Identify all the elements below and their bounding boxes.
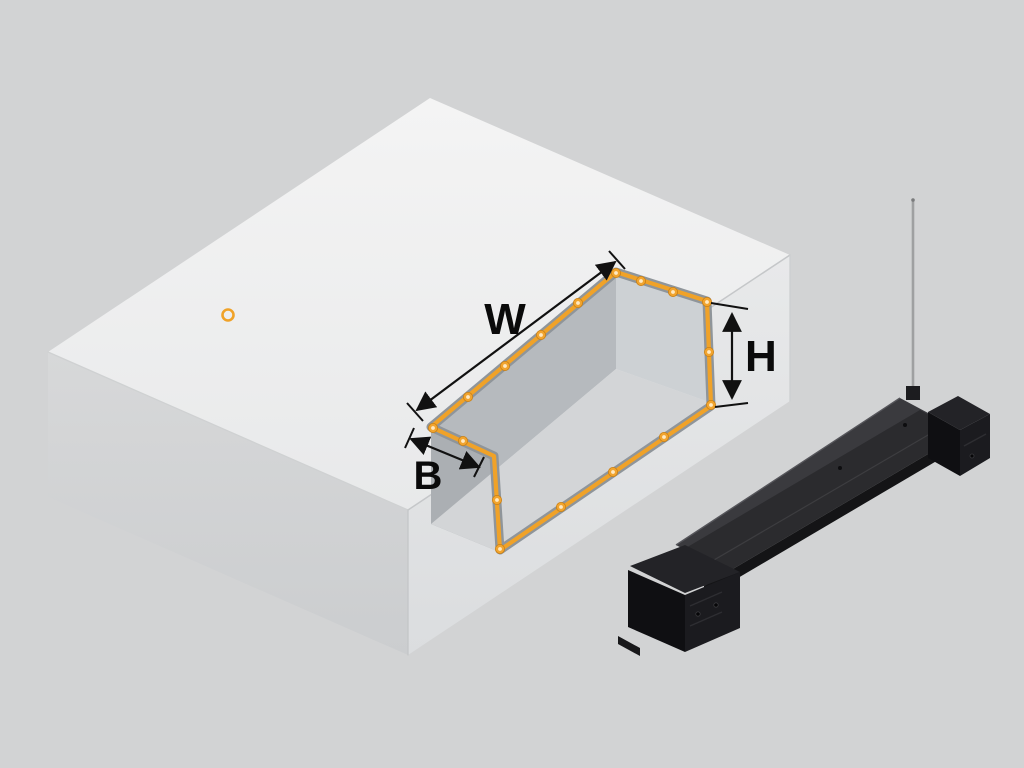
- rim-dot: [535, 329, 547, 341]
- left-foot-panel-line: [689, 611, 723, 627]
- deck-screw: [903, 423, 907, 427]
- dimension-h: H: [710, 302, 777, 408]
- rim-dot: [499, 360, 511, 372]
- dimension-b: B: [404, 427, 485, 498]
- rim-dot: [701, 296, 713, 308]
- dimension-h-tick-top: [710, 302, 749, 310]
- rim-dot: [494, 543, 506, 555]
- rim-dot: [457, 435, 469, 447]
- rim-dot: [703, 346, 715, 358]
- height-label: H: [745, 332, 777, 381]
- right-foot-panel-line: [963, 433, 987, 447]
- rim-dot: [572, 297, 584, 309]
- block-edge-top-left: [47, 351, 409, 511]
- right-foot-front: [928, 412, 960, 476]
- deck-screw: [838, 466, 842, 470]
- rim-dot: [491, 494, 503, 506]
- left-foot-panel-line: [689, 591, 723, 607]
- dimension-h-tick-bottom: [714, 402, 749, 408]
- step-label: B: [414, 454, 443, 498]
- rim-dot: [658, 431, 670, 443]
- dimension-w-arrow: [415, 260, 617, 412]
- dimension-b-arrow: [409, 436, 481, 470]
- width-label: W: [484, 295, 526, 344]
- dimension-w-tick-start: [406, 402, 424, 422]
- reference-marker: [221, 308, 235, 322]
- right-foot-top: [928, 396, 990, 430]
- rim-dot: [635, 275, 647, 287]
- block-left-face: [48, 352, 408, 655]
- device-left-foot: [618, 545, 740, 656]
- left-foot-top: [630, 545, 740, 593]
- device-deck-front-edge: [704, 434, 962, 598]
- rim-dot: [555, 501, 567, 513]
- antenna-tip: [911, 198, 915, 202]
- mount-device: [618, 198, 990, 656]
- dimension-w: W: [406, 250, 626, 422]
- left-foot-front: [628, 570, 685, 652]
- foot-screw: [695, 611, 701, 617]
- left-foot-bracket: [618, 636, 640, 656]
- rim-dot: [667, 286, 679, 298]
- rim-dot: [607, 466, 619, 478]
- device-right-foot: [928, 396, 990, 476]
- rim-dot: [610, 267, 622, 279]
- pocket-far-wall: [616, 272, 709, 402]
- left-foot-side: [685, 572, 740, 652]
- device-deck-seam: [689, 427, 941, 575]
- dimension-w-tick-end: [608, 250, 626, 270]
- device-flange-highlight: [675, 397, 901, 546]
- foot-screw: [969, 453, 975, 459]
- foot-screw: [713, 602, 719, 608]
- block-edge-top-front-right: [709, 254, 791, 309]
- right-foot-side: [960, 414, 990, 476]
- device-deck-top: [662, 410, 962, 586]
- antenna-mount: [906, 386, 920, 400]
- rim-dot: [427, 422, 439, 434]
- rim-dot: [462, 391, 474, 403]
- rim-dot: [705, 399, 717, 411]
